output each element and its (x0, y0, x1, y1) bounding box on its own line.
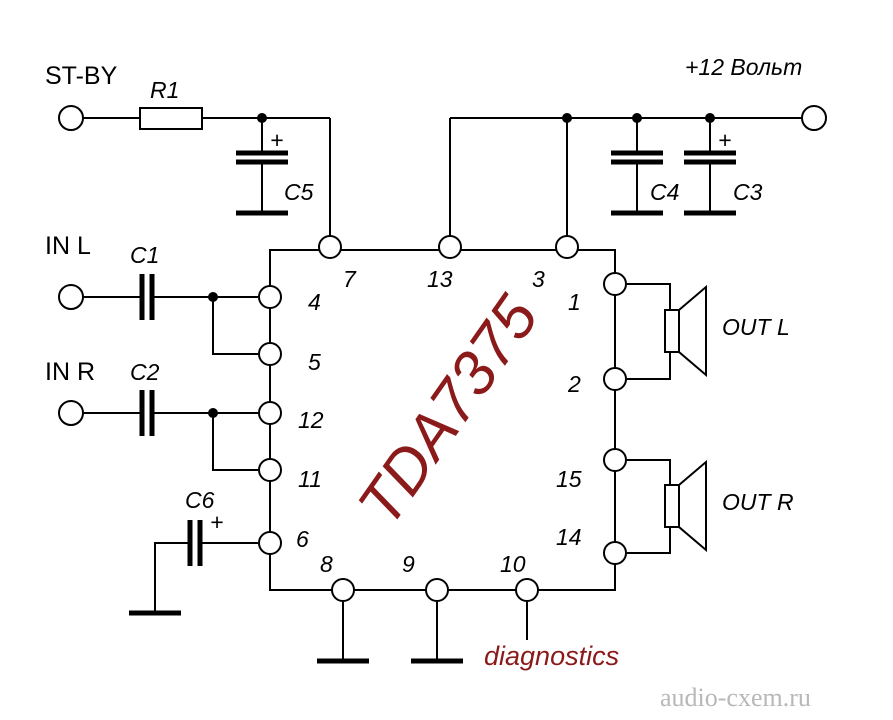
pin-15-label: 15 (556, 466, 582, 492)
ground-symbols (129, 210, 736, 664)
pin-9-terminal (425, 578, 449, 602)
capacitor-c6 (187, 520, 203, 566)
label-out-left: OUT L (722, 314, 790, 340)
pin-12-terminal (258, 401, 282, 425)
pin-1-terminal (603, 272, 627, 296)
pin-12-label: 12 (298, 407, 324, 433)
label-out-right: OUT R (722, 489, 794, 515)
label-in-right: IN R (45, 358, 95, 386)
capacitor-c4 (611, 150, 663, 165)
wires (83, 117, 802, 660)
pin-8-label: 8 (320, 551, 333, 577)
inr-bridge (212, 413, 258, 471)
outl-wire-bottom (627, 352, 671, 380)
pin-15-terminal (603, 448, 627, 472)
pin-6-label: 6 (296, 526, 309, 552)
capacitor-c2 (139, 390, 155, 436)
pin-7-label: 7 (343, 266, 357, 292)
pin-11-terminal (258, 458, 282, 482)
outr-wire-top (627, 459, 671, 485)
label-diagnostics: diagnostics (484, 641, 619, 671)
outr-wire-bottom (627, 527, 671, 554)
pin-3-terminal (555, 235, 579, 259)
terminals (58, 105, 827, 602)
label-c4: C4 (650, 179, 679, 205)
pin-7-terminal (318, 235, 342, 259)
junction-dots (208, 113, 715, 418)
label-c1: C1 (130, 242, 159, 268)
pin-8-terminal (331, 578, 355, 602)
pin-5-label: 5 (308, 349, 321, 375)
pin-14-label: 14 (556, 524, 582, 550)
polarity-c3: + (718, 127, 731, 153)
outl-wire-top (627, 283, 671, 310)
capacitor-c3 (684, 150, 736, 165)
pin-1-label: 1 (568, 289, 581, 315)
pin-6-terminal (258, 531, 282, 555)
inr-terminal (58, 400, 84, 426)
pin-4-terminal (258, 285, 282, 309)
label-c6: C6 (185, 487, 215, 513)
label-supply: +12 Вольт (685, 54, 802, 80)
pin-4-label: 4 (308, 289, 321, 315)
inl-bridge (212, 297, 258, 355)
label-in-left: IN L (45, 232, 91, 260)
pin-2-terminal (603, 367, 627, 391)
label-standby: ST-BY (45, 62, 118, 90)
speaker-right-icon (664, 459, 707, 553)
supply-terminal (801, 105, 827, 131)
pin-9-label: 9 (402, 551, 415, 577)
pin-2-label: 2 (567, 371, 581, 397)
pin-13-terminal (438, 235, 462, 259)
inl-terminal (58, 284, 84, 310)
stby-terminal (58, 105, 84, 131)
label-c3: C3 (733, 179, 763, 205)
label-c5: C5 (284, 179, 314, 205)
resistor-r1 (139, 107, 203, 130)
c6-ground-wire (154, 542, 188, 612)
polarity-c6: + (210, 509, 223, 535)
capacitor-c1 (139, 274, 155, 320)
capacitor-c5 (236, 150, 288, 165)
chip-name: TDA7375 (345, 283, 552, 538)
label-c2: C2 (130, 359, 160, 385)
label-r1: R1 (150, 77, 179, 103)
pin-3-label: 3 (532, 266, 545, 292)
pin-numbers: 7 13 3 4 5 12 11 6 1 2 15 14 8 9 10 (296, 266, 582, 577)
pin-5-terminal (258, 342, 282, 366)
speaker-left-icon (664, 284, 707, 378)
polarity-c5: + (270, 127, 283, 153)
pin-10-label: 10 (500, 551, 526, 577)
watermark: audio-cxem.ru (660, 683, 811, 712)
pin-11-label: 11 (298, 466, 322, 492)
pin-13-label: 13 (427, 266, 453, 292)
pin-10-terminal (515, 578, 539, 602)
pin-14-terminal (603, 541, 627, 565)
